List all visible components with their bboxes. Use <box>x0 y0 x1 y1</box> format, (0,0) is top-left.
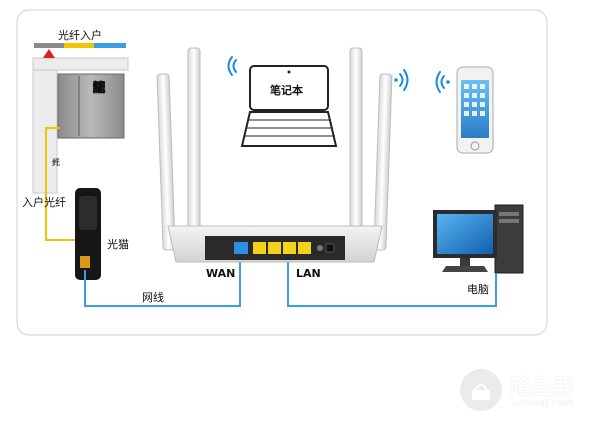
fiber-vertical-char: 光 <box>52 158 60 167</box>
lan-label: LAN <box>296 267 321 280</box>
lan-port-2 <box>268 242 281 254</box>
network-cable-label: 网线 <box>142 291 164 304</box>
pc-tower <box>494 204 524 274</box>
entry-arrow <box>43 49 55 58</box>
watermark-name: 路由器 <box>510 375 573 399</box>
laptop-label: 笔记本 <box>270 84 303 97</box>
fiber-strip-yellow <box>64 43 94 48</box>
lan-port-4 <box>298 242 311 254</box>
antenna-3 <box>349 47 363 247</box>
distribution-box <box>57 73 125 139</box>
distribution-box-char: 箱 <box>92 81 106 96</box>
lan-port-1 <box>253 242 266 254</box>
wifi-signal-phone <box>435 71 450 93</box>
fiber-vertical-char: 纤 <box>52 158 60 167</box>
fiber-entry-side-label: 入户光纤 <box>22 196 66 209</box>
network-cable-wan <box>84 258 241 307</box>
antenna-1 <box>156 73 176 251</box>
distribution-box-char: 线 <box>92 81 106 96</box>
wan-port-socket <box>234 242 248 254</box>
wan-label: WAN <box>206 267 236 280</box>
fiber-entry-top-label: 光纤入户 <box>58 29 102 42</box>
wifi-signal-router-left <box>227 56 237 76</box>
fiber-cable <box>45 127 80 241</box>
laptop-keyboard <box>240 111 338 147</box>
laptop-screen <box>249 65 329 111</box>
watermark-domain: luyouqi.com <box>512 398 574 409</box>
distribution-box-char: 配 <box>92 81 106 96</box>
network-cable-lan <box>287 258 497 307</box>
antenna-4 <box>373 73 393 251</box>
fiber-strip-gray <box>34 43 64 48</box>
optical-modem-label: 光猫 <box>107 238 129 251</box>
diagram-panel <box>16 9 548 336</box>
fiber-strip-blue <box>94 43 126 48</box>
lan-port-3 <box>283 242 296 254</box>
antenna-2 <box>187 47 201 247</box>
pc-keyboard <box>442 266 488 272</box>
wifi-signal-router-right <box>394 69 409 91</box>
computer-label: 电脑 <box>467 283 489 296</box>
